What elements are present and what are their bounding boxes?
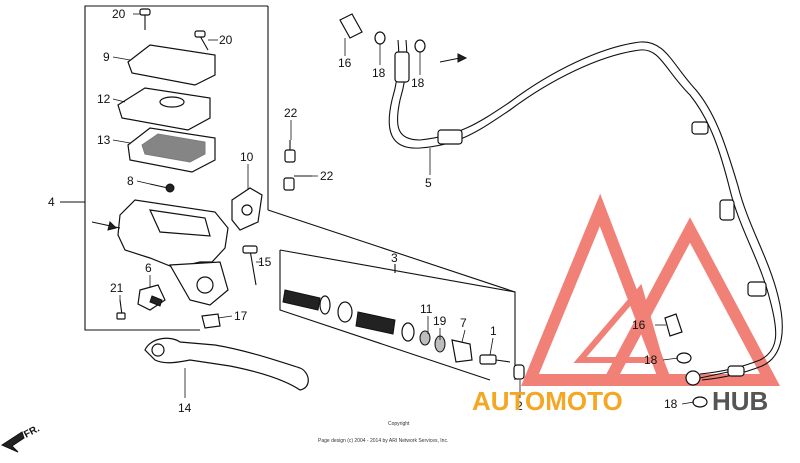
- piston-kit-parts: [282, 289, 511, 365]
- banjo-bolt-22b: [283, 175, 312, 191]
- label-16b: 16: [632, 318, 646, 332]
- label-22a: 22: [284, 106, 298, 120]
- label-17: 17: [234, 309, 248, 323]
- copyright-footer: Copyright Page design (c) 2004 - 2014 by…: [318, 421, 448, 444]
- label-19: 19: [433, 314, 447, 328]
- label-9: 9: [103, 50, 110, 64]
- label-1: 1: [490, 324, 497, 338]
- plate-12: [117, 87, 211, 131]
- watermark-auto: AUTOMOTO: [472, 386, 623, 416]
- label-18c: 18: [644, 353, 658, 367]
- boot-2: [513, 364, 525, 380]
- label-3: 3: [391, 251, 398, 265]
- banjo-bolt-16b: [664, 313, 683, 337]
- cap-screw-20b: [194, 30, 209, 51]
- diaphragm-13: [127, 127, 216, 173]
- screw-8: [149, 183, 175, 193]
- copyright-line-1: Copyright: [388, 421, 410, 427]
- label-16a: 16: [338, 56, 352, 70]
- cap-screw-20a: [139, 8, 151, 30]
- assembly-bracket-4: [60, 5, 516, 331]
- watermark-hub: HUB: [712, 386, 768, 416]
- label-4: 4: [48, 195, 55, 209]
- label-22b: 22: [320, 169, 334, 183]
- label-18d: 18: [664, 397, 678, 411]
- reservoir-cap-9: [127, 44, 216, 86]
- label-18b: 18: [411, 76, 425, 90]
- label-10: 10: [240, 150, 254, 164]
- switch-6: [137, 284, 166, 311]
- washer-18c: [676, 352, 692, 364]
- copyright-line-2: Page design (c) 2004 - 2014 by ARI Netwo…: [318, 438, 448, 444]
- banjo-bolt-22a: [284, 140, 296, 163]
- label-5: 5: [425, 176, 432, 190]
- washer-18b: [414, 39, 426, 53]
- label-11: 11: [420, 302, 433, 316]
- clutch-hose-5: [388, 39, 783, 381]
- label-8: 8: [127, 174, 134, 188]
- washer-18a: [374, 31, 386, 45]
- washer-18d: [692, 396, 708, 408]
- bolt-15: [242, 245, 258, 286]
- label-14: 14: [178, 401, 192, 415]
- screw-21: [116, 299, 126, 320]
- direction-label: FR.: [22, 423, 42, 440]
- label-7: 7: [460, 316, 467, 330]
- label-21: 21: [110, 281, 124, 295]
- front-direction-arrow: FR.: [0, 423, 42, 453]
- label-20a: 20: [112, 7, 126, 21]
- clutch-lever-14: [144, 337, 309, 391]
- label-13: 13: [97, 133, 111, 147]
- label-6: 6: [145, 261, 152, 275]
- reservoir-holder-10: [231, 187, 263, 231]
- label-12: 12: [97, 92, 111, 106]
- dust-seal-17: [201, 313, 221, 329]
- label-20b: 20: [219, 33, 233, 47]
- banjo-fitting-lower: [685, 370, 729, 386]
- banjo-bolt-16a: [339, 13, 363, 39]
- label-15: 15: [258, 255, 272, 269]
- piston-kit-bracket-3: [279, 249, 516, 381]
- master-cylinder-body: [91, 199, 229, 306]
- leader-lines: [112, 13, 695, 405]
- part-labels: 20 20 9 12 13 8 4 10 22 22 16 18 18 5 15…: [48, 7, 678, 415]
- label-2: 2: [516, 399, 523, 413]
- label-18a: 18: [372, 66, 386, 80]
- watermark-text: AUTOMOTO HUB: [472, 386, 768, 416]
